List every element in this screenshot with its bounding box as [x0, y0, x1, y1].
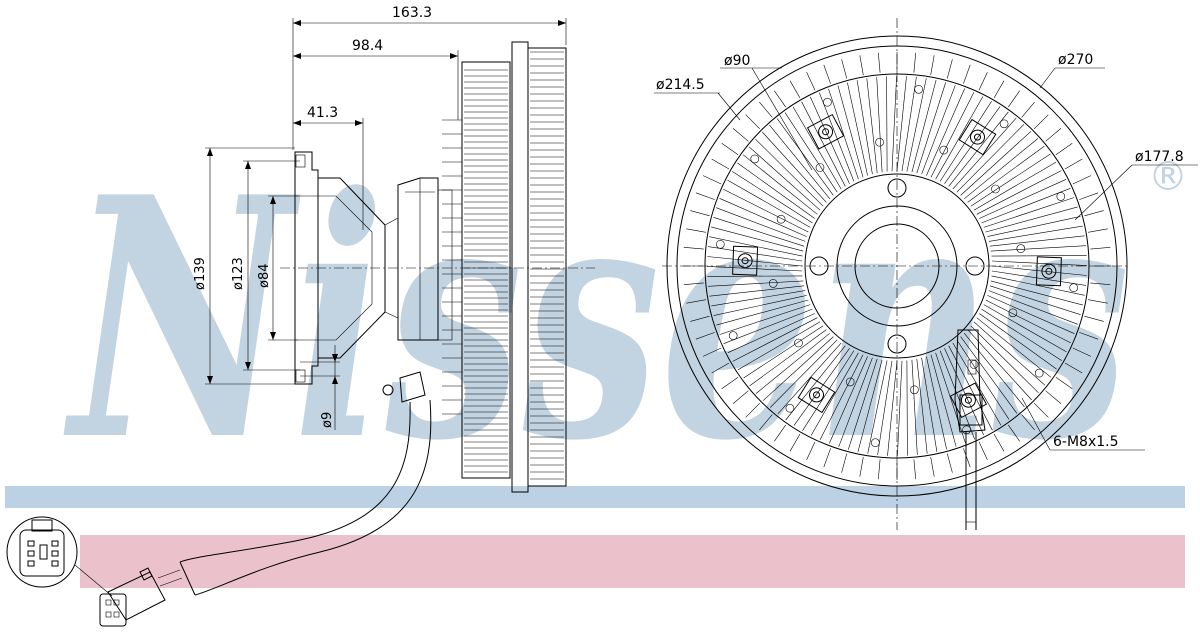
watermark-logo: Nissens [62, 125, 1130, 513]
fin-holes [715, 85, 1078, 448]
hub-outer-circle [804, 173, 990, 359]
sensor-arm [954, 329, 986, 530]
front-leaders: ø90 ø214.5 ø270 ø177.8 6-M8x1.5 [654, 52, 1198, 451]
wire-harness [157, 371, 432, 596]
dim-overall-length-label: 163.3 [392, 5, 432, 21]
side-view: 163.3 98.4 41.3 ø139 [6, 5, 595, 627]
dim-overall-length: 163.3 [292, 5, 567, 150]
dim-flange-depth: 41.3 [293, 105, 364, 230]
fan-ring-outline [511, 41, 529, 493]
hub-bolt-holes [809, 178, 985, 354]
dim-bolt-circle: ø123 [231, 160, 300, 371]
hub-middle-circle [836, 205, 958, 327]
electrical-connector-icon [99, 567, 166, 627]
dim-hub-to-face-label: 98.4 [352, 38, 383, 54]
hub-bore [854, 223, 940, 309]
dim-flange-diameter: ø139 [193, 147, 295, 385]
dim-hole-diameter-label: ø9 [320, 412, 335, 428]
radial-fin-array [683, 52, 1111, 480]
fin-outer-circle [704, 73, 1090, 459]
dim-ring-diameter-label: ø177.8 [1135, 149, 1184, 165]
dim-flange-depth-label: 41.3 [307, 105, 338, 121]
front-view: ø90 ø214.5 ø270 ø177.8 6-M8x1.5 [654, 18, 1198, 530]
dim-bolt-circle-label: ø123 [231, 257, 246, 290]
dim-hub-diameter-label: ø90 [724, 53, 750, 69]
dim-inner-diameter-label: ø214.5 [656, 77, 705, 93]
connector-face-detail [6, 516, 113, 597]
dim-outer-diameter-label: ø270 [1058, 52, 1093, 68]
mounting-flange [294, 151, 319, 385]
side-fin-stack [442, 51, 564, 480]
blue-band [5, 486, 1185, 508]
dim-thread-label: 6-M8x1.5 [1053, 434, 1119, 450]
dim-pilot-diameter-label: ø84 [257, 264, 272, 289]
registered-mark: ® [1148, 154, 1188, 200]
pink-band [80, 535, 1185, 588]
outer-ring-inner [676, 45, 1118, 487]
dim-hole-diameter: ø9 [300, 345, 340, 430]
mounting-bosses [732, 113, 1062, 419]
dim-pilot-diameter: ø84 [257, 195, 298, 341]
fan-housing-outline [461, 61, 511, 479]
outer-ring [666, 35, 1128, 497]
dim-flange-diameter-label: ø139 [193, 257, 208, 290]
dim-hub-to-face: 98.4 [293, 38, 459, 120]
background-branding: Nissens ® [5, 125, 1188, 588]
